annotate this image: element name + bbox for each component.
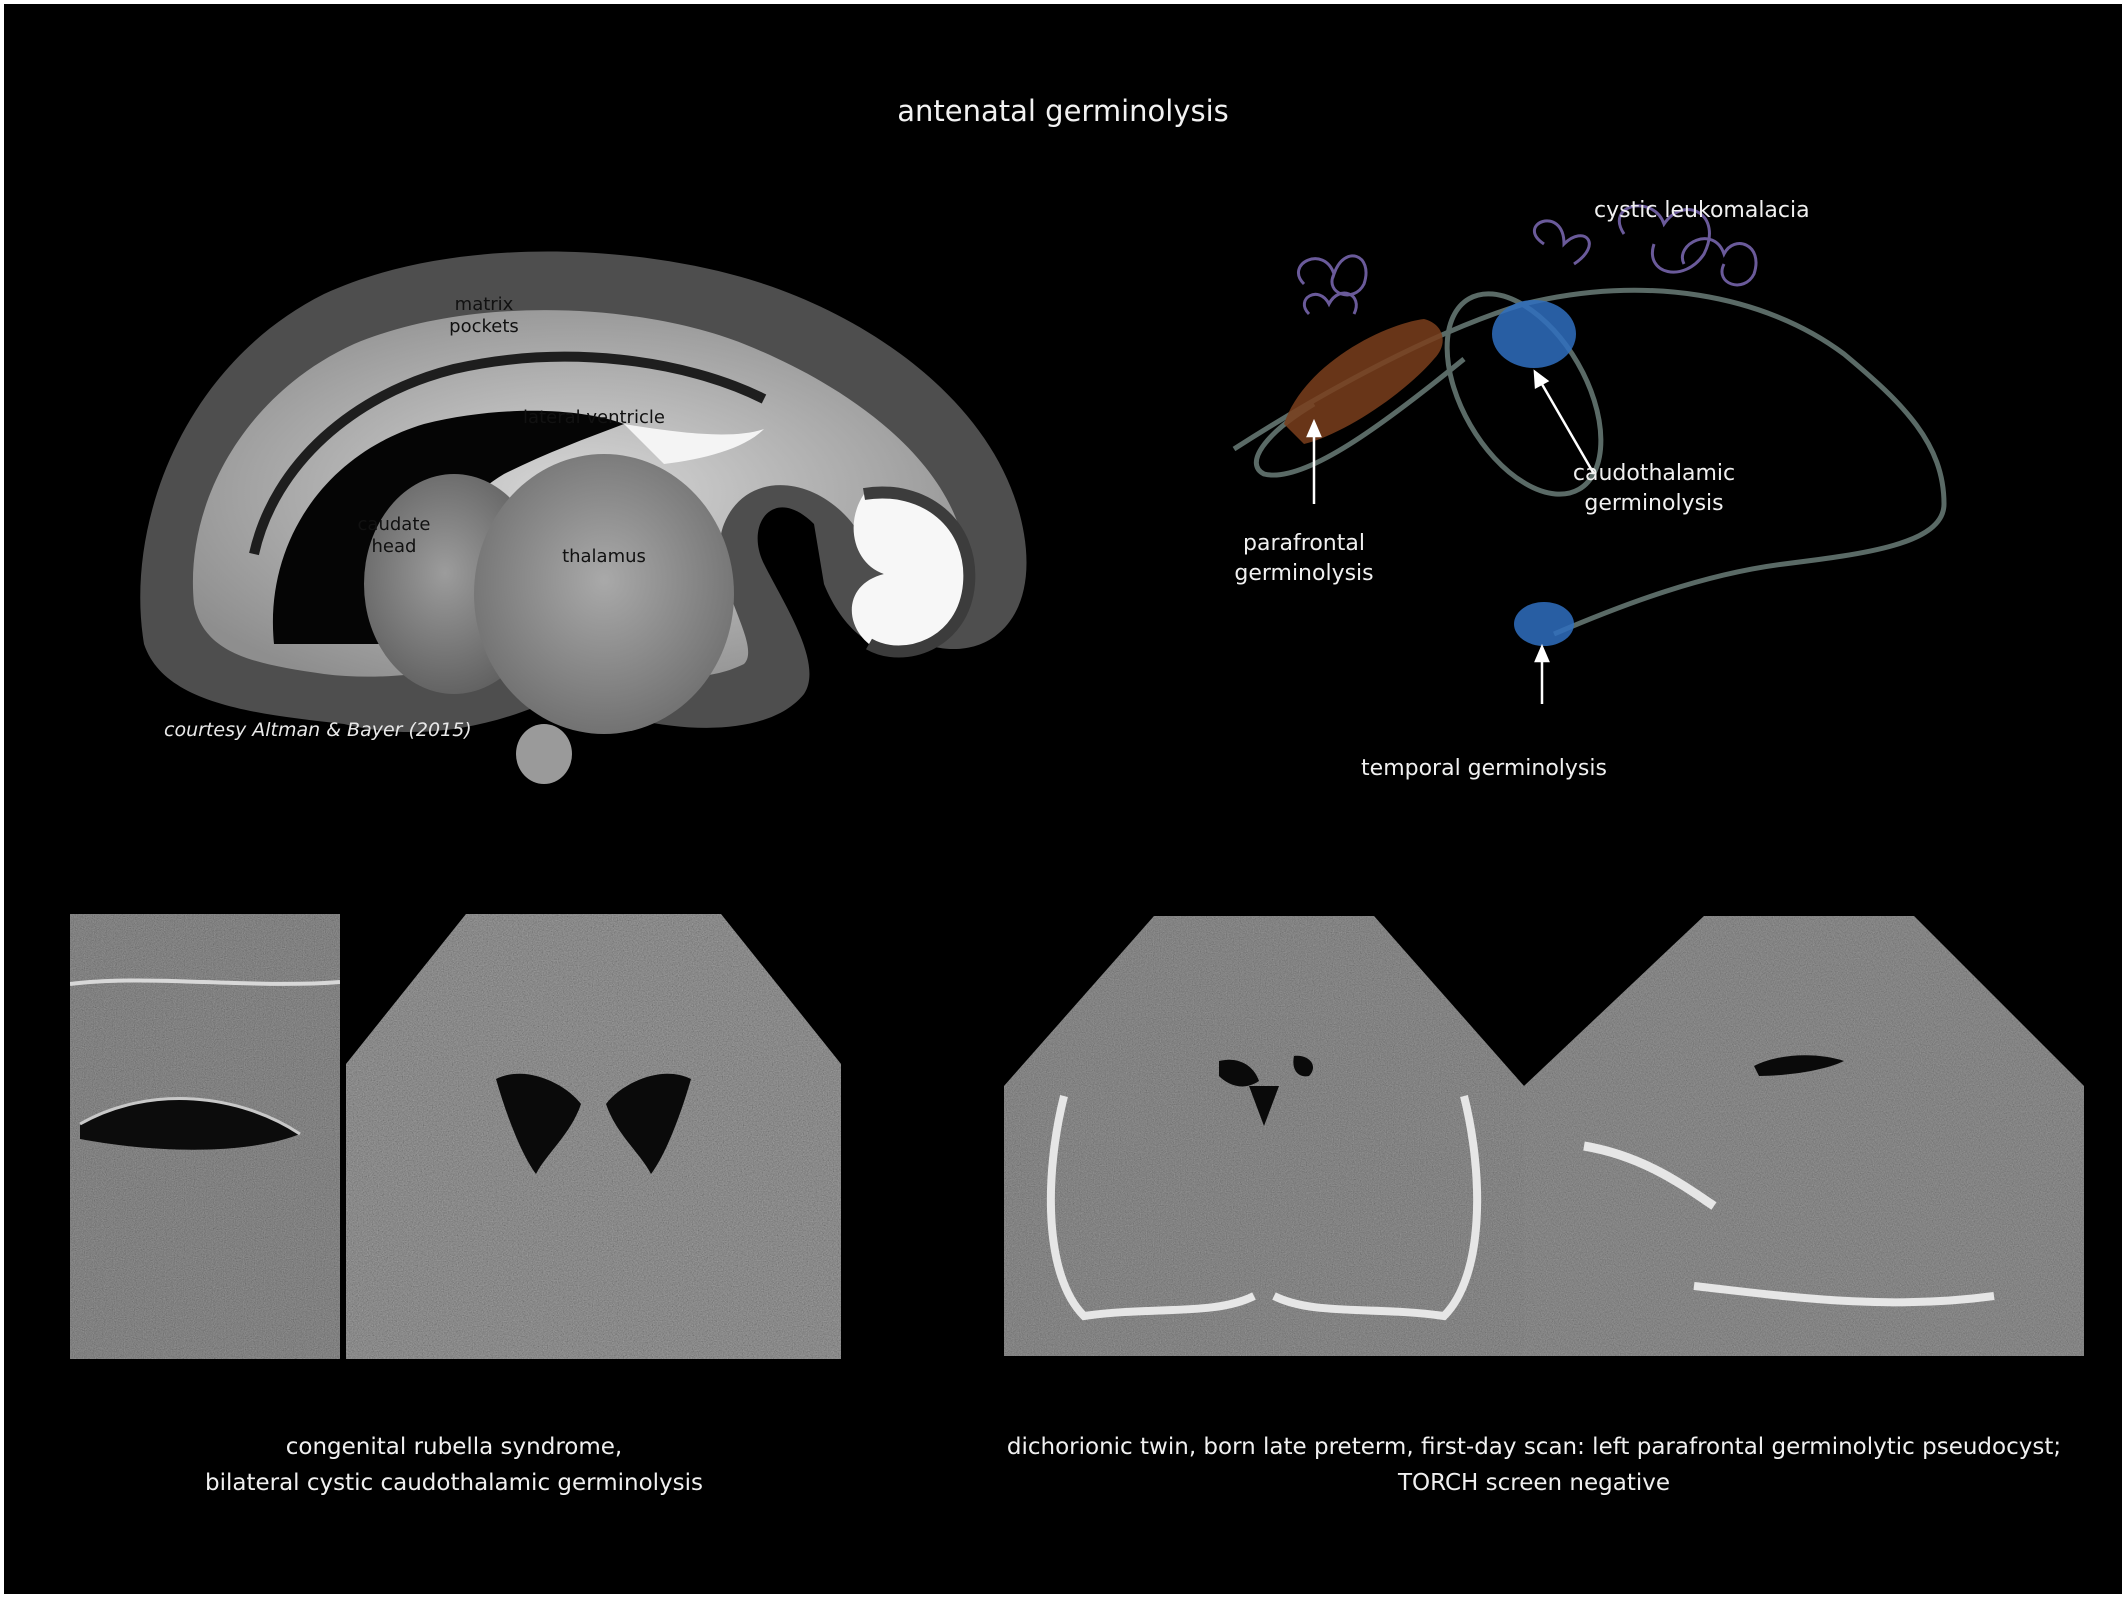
caption-left-line2: bilateral cystic caudothalamic germinoly… (204, 1470, 703, 1496)
germinolysis-schematic (1232, 204, 1947, 704)
leukomalacia-squiggles (1297, 204, 1758, 316)
label-pockets: pockets (449, 316, 519, 337)
label-caudate: caudate (357, 514, 431, 535)
ultrasound-twin-coronal (1004, 916, 1524, 1356)
label-parafrontal-germinolysis-word: germinolysis (1234, 561, 1374, 586)
label-caudothalamic-germinolysis: caudothalamic germinolysis (1554, 459, 1754, 519)
label-temporal-germinolysis: temporal germinolysis (1361, 756, 1607, 781)
label-matrix-pockets: matrix pockets (434, 294, 534, 338)
slide: antenatal germinolysis (4, 4, 2122, 1594)
caption-left: congenital rubella syndrome, bilateral c… (144, 1429, 764, 1501)
label-thalamus: thalamus (562, 546, 646, 567)
label-lateral-ventricle: lateral ventricle (523, 407, 665, 428)
label-parafrontal-germinolysis: parafrontal germinolysis (1224, 529, 1384, 589)
caption-right: dichorionic twin, born late preterm, fir… (964, 1429, 2104, 1501)
label-head: head (371, 536, 417, 557)
slide-title: antenatal germinolysis (897, 94, 1229, 128)
image-credit: courtesy Altman & Bayer (2015) (164, 719, 472, 741)
brain-section-image (140, 251, 1027, 784)
label-caudothalamic: caudothalamic (1572, 461, 1736, 486)
caption-left-line1: congenital rubella syndrome, (285, 1434, 623, 1460)
label-cystic-leukomalacia: cystic leukomalacia (1594, 198, 1810, 223)
caption-right-line1: dichorionic twin, born late preterm, fir… (1006, 1434, 2062, 1460)
label-matrix: matrix (454, 294, 514, 315)
caption-right-line2: TORCH screen negative (1397, 1470, 1670, 1496)
label-caudothalamic-germinolysis-word: germinolysis (1584, 491, 1724, 516)
ultrasound-rubella-linear (70, 914, 340, 1359)
label-caudate-head: caudate head (344, 514, 444, 558)
ultrasound-twin-sagittal (1524, 916, 2084, 1356)
label-parafrontal: parafrontal (1243, 531, 1365, 556)
ultrasound-rubella-coronal (346, 914, 841, 1359)
